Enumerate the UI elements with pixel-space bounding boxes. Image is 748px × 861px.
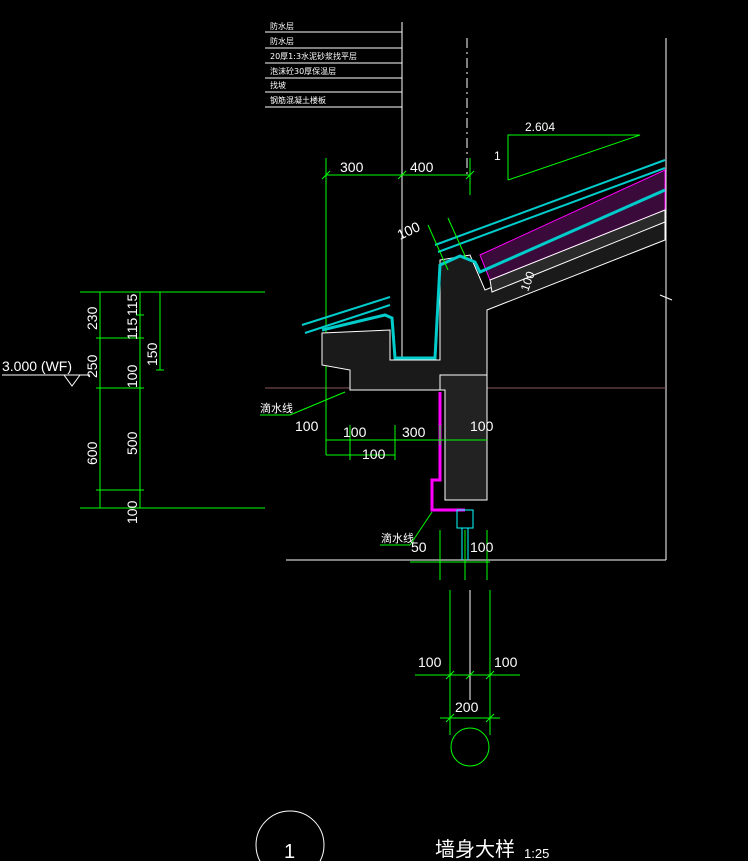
left-dim-100: 100 (124, 500, 140, 524)
note-1: 防水层 (270, 21, 294, 31)
elevation-marker (2, 374, 90, 387)
inner-dim-115a: 115 (124, 293, 140, 316)
wall-waterproof (430, 392, 465, 512)
drawing-scale: 1:25 (524, 846, 549, 861)
left-dim-250: 250 (84, 354, 100, 378)
mid-dim-5: 100 (362, 446, 386, 462)
slope-rise: 1 (494, 149, 501, 163)
drip-label-1: 滴水线 (260, 401, 293, 415)
top-dim-left: 300 (340, 159, 364, 175)
left-dim-600: 600 (84, 441, 100, 465)
roof-tiles (301, 159, 666, 334)
concrete-structure (321, 217, 666, 501)
mid-dim-1: 100 (295, 418, 319, 434)
drawing-title: 墙身大样 (435, 837, 515, 861)
gutter-dim: 100 (395, 218, 423, 242)
bottom-dim-50: 50 (411, 539, 427, 555)
mid-dim-2: 100 (343, 424, 367, 440)
bottom-dim-100: 100 (470, 539, 494, 555)
note-6: 钢筋混凝土楼板 (270, 95, 326, 105)
note-5: 找坡 (270, 80, 286, 90)
elevation-label: 3.000 (WF) (2, 358, 72, 374)
slope-indicator (507, 134, 641, 181)
axis-lines (286, 38, 673, 561)
layer-notes (265, 22, 403, 364)
bottom-dim-lines (410, 530, 490, 580)
inner-dim-500: 500 (124, 431, 140, 455)
column-stub (456, 509, 474, 560)
left-dim-230: 230 (84, 306, 100, 330)
mid-dim-3: 300 (402, 424, 426, 440)
col-dim-right: 100 (494, 654, 518, 670)
inner-dim-100: 100 (124, 364, 140, 388)
mid-dim-4: 100 (470, 418, 494, 434)
mid-dim-lines (326, 425, 487, 460)
col-dim-total: 200 (455, 699, 479, 715)
note-3: 20厚1:3水泥砂浆找平层 (270, 51, 357, 61)
gutter (321, 188, 666, 360)
top-dim-lines (321, 158, 475, 455)
column-plan (415, 590, 520, 767)
drip-label-2: 滴水线 (381, 531, 414, 545)
inner-dim-115b: 115 (124, 317, 140, 340)
drip-leaders (260, 391, 433, 546)
top-dim-right: 400 (410, 159, 434, 175)
note-2: 防水层 (270, 36, 294, 46)
slope-value: 2.604 (525, 120, 555, 134)
note-4: 泡沫砼30厚保温层 (270, 66, 336, 76)
slab-dim: 100 (518, 269, 538, 293)
detail-number: 1 (284, 841, 295, 861)
gutter-dim-lines (427, 217, 467, 271)
col-dim-left: 100 (418, 654, 442, 670)
detail-bubble (255, 810, 325, 861)
left-dim-lines (80, 291, 265, 509)
right-dim-150: 150 (144, 342, 160, 366)
